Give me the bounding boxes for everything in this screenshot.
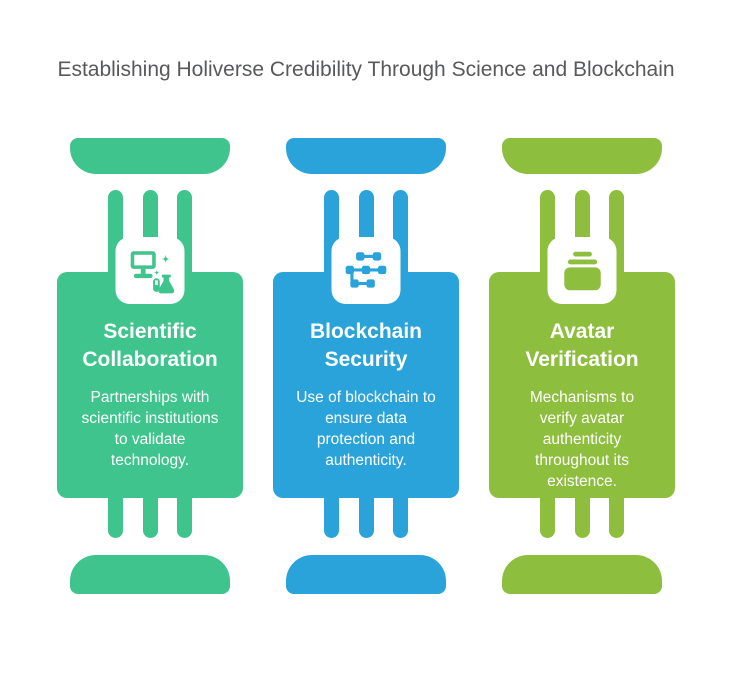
bottom-connector-bar (502, 555, 662, 594)
card-heading: Avatar Verification (525, 320, 639, 371)
info-card: Avatar Verification Mechanisms to verify… (489, 272, 675, 498)
card-description: Mechanisms to verify avatar authenticity… (529, 389, 635, 490)
card-stack-icon (547, 237, 617, 304)
connector-pin (324, 498, 339, 538)
connector-pin (359, 498, 374, 538)
connector-pin (177, 498, 192, 538)
card-description: Use of blockchain to ensure data protect… (296, 389, 436, 469)
bottom-connector-bar (286, 555, 446, 594)
connector-pin (393, 498, 408, 538)
column-scientific-collaboration: Scientific Collaboration Partnerships wi… (57, 138, 243, 594)
page-title: Establishing Holiverse Credibility Throu… (57, 58, 675, 81)
connector-pin (575, 498, 590, 538)
connector-pin (143, 498, 158, 538)
info-card: Scientific Collaboration Partnerships wi… (57, 272, 243, 498)
top-connector-bar (286, 138, 446, 174)
blockchain-nodes-icon (331, 237, 401, 304)
info-card: Blockchain Security Use of blockchain to… (273, 272, 459, 498)
infographic-board: Scientific Collaboration Partnerships wi… (0, 138, 732, 594)
connector-pin (609, 498, 624, 538)
lab-computer-icon (115, 237, 185, 304)
connector-pin (540, 498, 555, 538)
top-connector-bar (502, 138, 662, 174)
column-blockchain-security: Blockchain Security Use of blockchain to… (273, 138, 459, 594)
top-connector-bar (70, 138, 230, 174)
connector-pin (108, 498, 123, 538)
card-description: Partnerships with scientific institution… (81, 389, 219, 469)
card-heading: Scientific Collaboration (82, 320, 218, 371)
column-avatar-verification: Avatar Verification Mechanisms to verify… (489, 138, 675, 594)
bottom-connector-bar (70, 555, 230, 594)
card-heading: Blockchain Security (309, 320, 423, 371)
